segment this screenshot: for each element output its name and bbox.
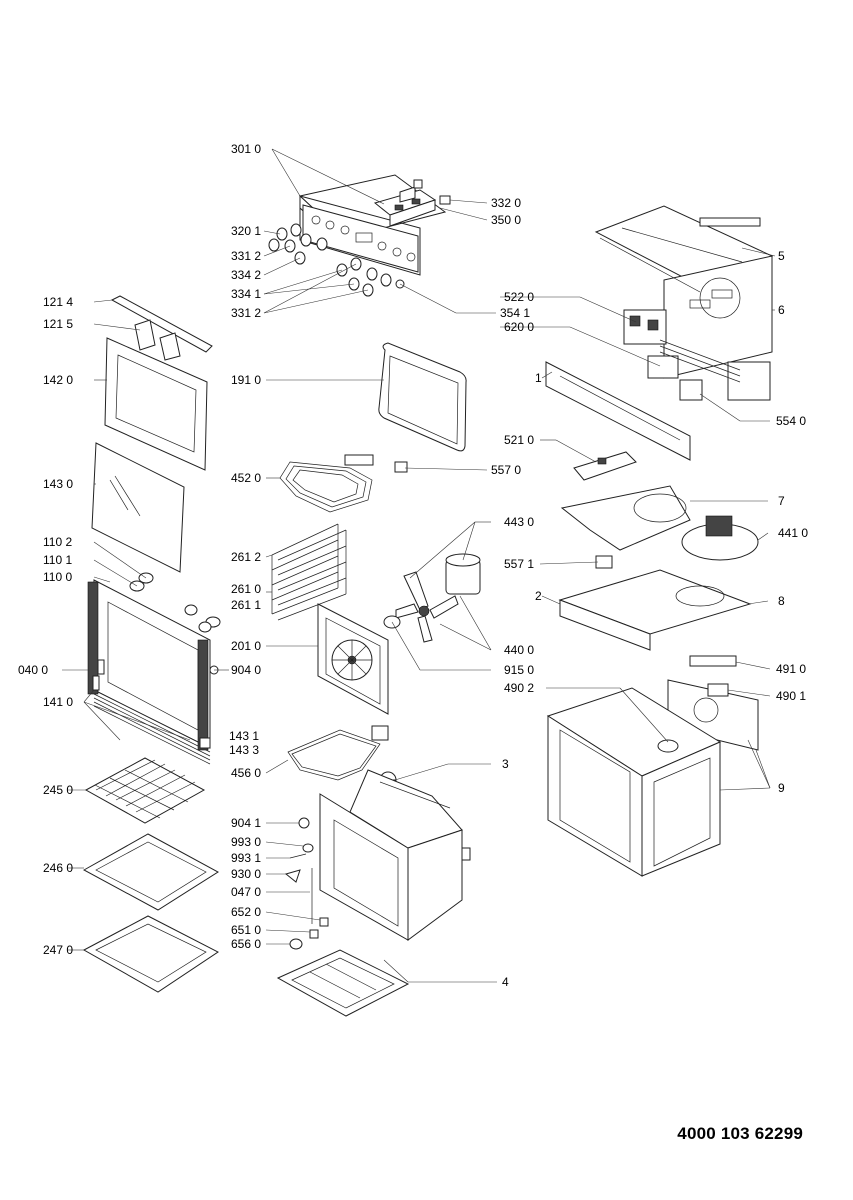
- label-141-0: 141 0: [43, 695, 73, 709]
- label-491-0: 491 0: [776, 662, 806, 676]
- part-labels: 301 0 332 0 350 0 320 1 331 2 334 2 334 …: [18, 142, 808, 989]
- label-301-0: 301 0: [231, 142, 261, 156]
- bottom-tray-part: [276, 949, 410, 1017]
- label-9: 9: [778, 781, 785, 795]
- fan-plate-part: [560, 485, 759, 561]
- grill-element-part: [279, 454, 408, 513]
- label-143-1: 143 1: [229, 729, 259, 743]
- leader-lines: [62, 148, 776, 983]
- label-7: 7: [778, 494, 785, 508]
- label-452-0: 452 0: [231, 471, 261, 485]
- label-6: 6: [778, 303, 785, 317]
- label-261-0: 261 0: [231, 582, 261, 596]
- terminal-blocks-part: [623, 309, 771, 401]
- label-3: 3: [502, 757, 509, 771]
- label-904-1: 904 1: [231, 816, 261, 830]
- label-522-0: 522 0: [504, 290, 534, 304]
- label-1: 1: [535, 371, 542, 385]
- label-443-0: 443 0: [504, 515, 534, 529]
- label-656-0: 656 0: [231, 937, 261, 951]
- label-143-3: 143 3: [229, 743, 259, 757]
- top-cover-part: [594, 205, 774, 379]
- shelf-supports-part: [271, 523, 347, 621]
- label-334-1: 334 1: [231, 287, 261, 301]
- oven-cavity-part: [319, 769, 471, 941]
- outer-case-part: [546, 687, 722, 877]
- label-441-0: 441 0: [778, 526, 808, 540]
- label-993-1: 993 1: [231, 851, 261, 865]
- label-110-1: 110 1: [43, 553, 72, 567]
- label-191-0: 191 0: [231, 373, 261, 387]
- label-350-0: 350 0: [491, 213, 521, 227]
- label-040-0: 040 0: [18, 663, 48, 677]
- glass-pane-part: [91, 442, 185, 573]
- label-557-1: 557 1: [504, 557, 534, 571]
- label-142-0: 142 0: [43, 373, 73, 387]
- label-201-0: 201 0: [231, 639, 261, 653]
- label-331-2-a: 331 2: [231, 249, 261, 263]
- label-8: 8: [778, 594, 785, 608]
- label-2: 2: [535, 589, 542, 603]
- label-354-1: 354 1: [500, 306, 530, 320]
- label-121-5: 121 5: [43, 317, 73, 331]
- label-620-0: 620 0: [504, 320, 534, 334]
- back-panel-part: [317, 603, 389, 715]
- label-557-0: 557 0: [491, 463, 521, 477]
- label-246-0: 246 0: [43, 861, 73, 875]
- baking-tray-part: [82, 833, 219, 911]
- label-261-2: 261 2: [231, 550, 261, 564]
- knobs-part: [268, 223, 405, 297]
- wire-shelf-part: [84, 757, 206, 824]
- label-993-0: 993 0: [231, 835, 261, 849]
- label-930-0: 930 0: [231, 867, 261, 881]
- door-handle-part: [110, 295, 213, 361]
- fan-thermostat-part: [595, 555, 613, 569]
- label-121-4: 121 4: [43, 295, 73, 309]
- programmer-module-part: [373, 179, 451, 227]
- label-651-0: 651 0: [231, 923, 261, 937]
- label-652-0: 652 0: [231, 905, 261, 919]
- label-245-0: 245 0: [43, 783, 73, 797]
- label-110-0: 110 0: [43, 570, 72, 584]
- label-110-2: 110 2: [43, 535, 72, 549]
- label-904-0: 904 0: [231, 663, 261, 677]
- document-number: 4000 103 62299: [677, 1124, 803, 1143]
- label-261-1: 261 1: [231, 598, 261, 612]
- label-4: 4: [502, 975, 509, 989]
- inner-glass-part: [104, 337, 208, 471]
- door-frame-part: [87, 579, 219, 765]
- drip-pan-part: [82, 915, 219, 993]
- label-247-0: 247 0: [43, 943, 73, 957]
- air-duct-plate-part: [558, 569, 752, 651]
- label-554-0: 554 0: [776, 414, 806, 428]
- label-331-2-b: 331 2: [231, 306, 261, 320]
- bracket-part: [545, 361, 691, 461]
- switch-part: [573, 451, 637, 481]
- fan-motor-part: [383, 553, 481, 643]
- label-332-0: 332 0: [491, 196, 521, 210]
- label-490-1: 490 1: [776, 689, 806, 703]
- label-490-2: 490 2: [504, 681, 534, 695]
- label-5: 5: [778, 249, 785, 263]
- label-456-0: 456 0: [231, 766, 261, 780]
- label-143-0: 143 0: [43, 477, 73, 491]
- control-panel-part: [298, 174, 447, 276]
- label-440-0: 440 0: [504, 643, 534, 657]
- label-320-1: 320 1: [231, 224, 261, 238]
- door-seal-part: [378, 342, 467, 452]
- label-047-0: 047 0: [231, 885, 261, 899]
- label-521-0: 521 0: [504, 433, 534, 447]
- label-915-0: 915 0: [504, 663, 534, 677]
- lower-element-part: [287, 725, 389, 781]
- label-334-2: 334 2: [231, 268, 261, 282]
